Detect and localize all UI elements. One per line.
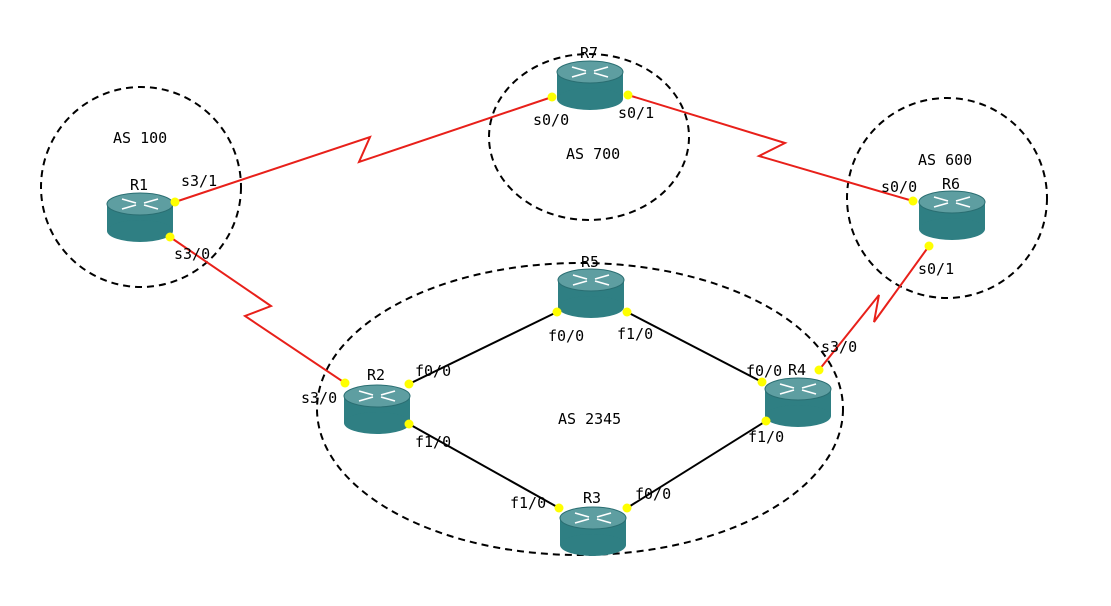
ethernet-link-r5-r4 — [626, 311, 763, 383]
port-label-r7-s0-1: s0/1 — [618, 104, 654, 122]
port-dot-r3-f0-0 — [622, 503, 632, 513]
port-dot-r4-f1-0 — [761, 416, 771, 426]
ethernet-link-r2-r5 — [408, 311, 558, 385]
router-icon[interactable] — [557, 268, 625, 318]
router-label-r6: R6 — [942, 175, 960, 193]
port-dot-r2-s3-0 — [340, 378, 350, 388]
port-label-r4-f0-0: f0/0 — [746, 362, 782, 380]
port-dot-r1-s3-0 — [165, 232, 175, 242]
as-boundary-700 — [488, 53, 690, 221]
router-icon[interactable] — [559, 506, 627, 556]
port-dot-r2-f1-0 — [404, 419, 414, 429]
as-label-700: AS 700 — [566, 145, 620, 163]
as-boundary-600 — [846, 97, 1048, 299]
port-dots — [165, 90, 934, 513]
port-dot-r1-s3-1 — [170, 197, 180, 207]
serial-link-r1-r2 — [169, 236, 346, 384]
port-label-r2-s3-0: s3/0 — [301, 389, 337, 407]
as-label-2345: AS 2345 — [558, 410, 621, 428]
as-regions — [40, 53, 1048, 556]
port-label-r4-s3-0: s3/0 — [821, 338, 857, 356]
serial-link-r6-r4 — [818, 245, 930, 371]
router-label-r4: R4 — [788, 361, 806, 379]
port-label-r5-f0-0: f0/0 — [548, 327, 584, 345]
router-label-r7: R7 — [580, 44, 598, 62]
serial-link-r7-r6 — [627, 94, 914, 202]
router-label-r5: R5 — [581, 253, 599, 271]
port-label-r4-f1-0: f1/0 — [748, 428, 784, 446]
ethernet-link-r2-r3 — [408, 423, 560, 509]
router-label-r2: R2 — [367, 366, 385, 384]
port-label-r2-f1-0: f1/0 — [415, 433, 451, 451]
port-dot-r4-f0-0 — [757, 377, 767, 387]
as-boundary-100 — [40, 86, 242, 288]
links — [169, 94, 930, 509]
port-label-r7-s0-0: s0/0 — [533, 111, 569, 129]
port-dot-r7-s0-0 — [547, 92, 557, 102]
port-label-r6-s0-0: s0/0 — [881, 178, 917, 196]
port-label-r3-f0-0: f0/0 — [635, 485, 671, 503]
router-label-r1: R1 — [130, 176, 148, 194]
routers — [106, 60, 986, 556]
port-dot-r5-f0-0 — [552, 307, 562, 317]
port-dot-r6-s0-0 — [908, 196, 918, 206]
router-icon[interactable] — [106, 192, 174, 242]
port-dot-r2-f0-0 — [404, 379, 414, 389]
port-label-r1-s3-0: s3/0 — [174, 245, 210, 263]
port-dot-r6-s0-1 — [924, 241, 934, 251]
port-label-r5-f1-0: f1/0 — [617, 325, 653, 343]
port-dot-r7-s0-1 — [623, 90, 633, 100]
router-icon[interactable] — [764, 377, 832, 427]
port-dot-r4-s3-0 — [814, 365, 824, 375]
ethernet-link-r3-r4 — [626, 420, 767, 509]
port-dot-r3-f1-0 — [554, 503, 564, 513]
router-label-r3: R3 — [583, 489, 601, 507]
port-label-r3-f1-0: f1/0 — [510, 494, 546, 512]
router-icon[interactable] — [343, 384, 411, 434]
as-label-600: AS 600 — [918, 151, 972, 169]
router-icon[interactable] — [556, 60, 624, 110]
port-label-r6-s0-1: s0/1 — [918, 260, 954, 278]
labels: s3/1 s0/0 s0/1 s0/0 s3/0 s3/0 s0/1 s3/0 f0/0 f0/0… — [113, 44, 972, 512]
as-label-100: AS 100 — [113, 129, 167, 147]
port-dot-r5-f1-0 — [622, 307, 632, 317]
port-label-r2-f0-0: f0/0 — [415, 362, 451, 380]
serial-link-r1-r7 — [174, 96, 553, 203]
router-icon[interactable] — [918, 190, 986, 240]
port-label-r1-s3-1: s3/1 — [181, 172, 217, 190]
